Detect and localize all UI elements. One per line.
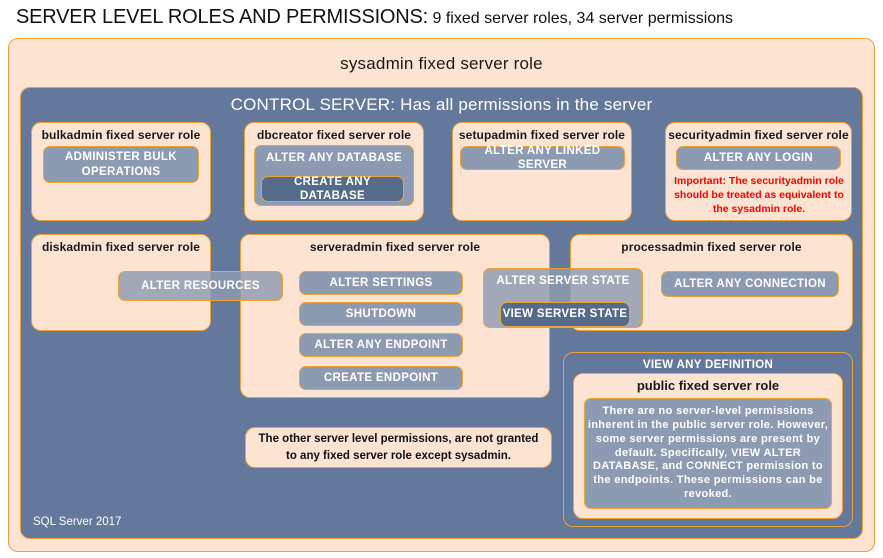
page-title: SERVER LEVEL ROLES AND PERMISSIONS: 9 fi… [16,6,876,34]
sysadmin-label: sysadmin fixed server role [340,54,543,73]
permission-view-any-definition: VIEW ANY DEFINITION [642,359,774,371]
permission-create-any-database[interactable]: CREATE ANY DATABASE [261,176,404,202]
permission-alter-any-connection[interactable]: ALTER ANY CONNECTION [661,271,839,297]
role-public-title: public fixed server role [636,378,780,393]
page-title-strong: SERVER LEVEL ROLES AND PERMISSIONS: [16,6,429,28]
securityadmin-warning: Important: The securityadmin role should… [674,175,844,216]
control-server-label: CONTROL SERVER: Has all permissions in t… [230,95,653,114]
role-bulkadmin-title: bulkadmin fixed server role [41,128,201,142]
permission-alter-resources[interactable]: ALTER RESOURCES [118,271,283,301]
role-setupadmin-title: setupadmin fixed server role [458,128,626,142]
permission-alter-any-endpoint[interactable]: ALTER ANY ENDPOINT [299,333,463,357]
other-permissions-note: The other server level permissions, are … [245,427,552,468]
role-securityadmin-title: securityadmin fixed server role [668,128,849,142]
permission-administer-bulk-operations[interactable]: ADMINISTER BULK OPERATIONS [43,146,199,183]
permission-alter-settings[interactable]: ALTER SETTINGS [299,271,463,295]
permission-view-server-state[interactable]: VIEW SERVER STATE [500,302,630,327]
role-processadmin-title: processadmin fixed server role [621,240,802,254]
permission-shutdown[interactable]: SHUTDOWN [299,302,463,326]
permission-create-endpoint[interactable]: CREATE ENDPOINT [299,366,463,390]
role-securityadmin [665,122,852,221]
permission-alter-any-login[interactable]: ALTER ANY LOGIN [676,146,841,170]
role-diskadmin-title: diskadmin fixed server role [41,240,201,254]
footer-label: SQL Server 2017 [33,516,122,528]
role-setupadmin [452,122,632,221]
role-dbcreator-title: dbcreator fixed server role [256,128,412,142]
role-serveradmin-title: serveradmin fixed server role [309,240,481,254]
permission-alter-any-linked-server[interactable]: ALTER ANY LINKED SERVER [460,145,625,171]
page-title-rest: 9 fixed server roles, 34 server permissi… [428,10,734,27]
public-role-description: There are no server-level permissions in… [584,398,832,509]
